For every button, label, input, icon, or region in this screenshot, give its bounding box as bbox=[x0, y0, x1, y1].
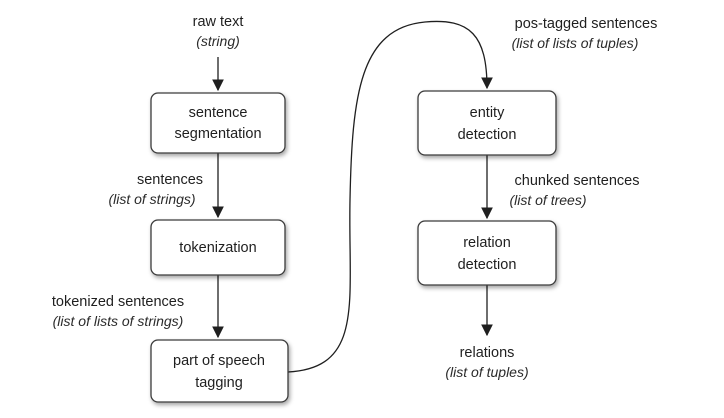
chunked-sentences-label: chunked sentences (list of trees) bbox=[509, 173, 639, 208]
sentence-segmentation-line1: sentence bbox=[189, 105, 248, 121]
pos-tagged-sentences-main: pos-tagged sentences bbox=[515, 16, 658, 32]
tokenization-box: tokenization bbox=[150, 219, 286, 276]
chunked-sentences-main: chunked sentences bbox=[515, 173, 640, 189]
sentences-main: sentences bbox=[137, 172, 203, 188]
relations-type: (list of tuples) bbox=[445, 364, 528, 380]
pos-tagging-box: part of speech tagging bbox=[150, 339, 289, 403]
pos-tagged-sentences-type: (list of lists of tuples) bbox=[512, 35, 639, 51]
chunked-sentences-type: (list of trees) bbox=[509, 192, 586, 208]
pos-tagging-line2: tagging bbox=[195, 375, 243, 391]
pos-tagged-sentences-label: pos-tagged sentences (list of lists of t… bbox=[512, 16, 658, 51]
relations-main: relations bbox=[460, 345, 515, 361]
sentences-label: sentences (list of strings) bbox=[108, 172, 203, 207]
entity-detection-line2: detection bbox=[458, 127, 517, 143]
tokenized-sentences-main: tokenized sentences bbox=[52, 294, 184, 310]
tokenized-sentences-type: (list of lists of strings) bbox=[53, 313, 184, 329]
arrow-tagging-to-entity-detection bbox=[287, 20, 493, 373]
tokenization-label: tokenization bbox=[179, 240, 256, 256]
entity-detection-box: entity detection bbox=[417, 90, 557, 156]
relation-detection-line1: relation bbox=[463, 235, 511, 251]
relations-label: relations (list of tuples) bbox=[445, 345, 528, 380]
raw-text-label: raw text (string) bbox=[193, 14, 244, 49]
raw-text-main: raw text bbox=[193, 14, 244, 30]
raw-text-type: (string) bbox=[196, 33, 240, 49]
sentence-segmentation-box: sentence segmentation bbox=[150, 92, 286, 154]
relation-detection-box: relation detection bbox=[417, 220, 557, 286]
relation-detection-line2: detection bbox=[458, 257, 517, 273]
tokenized-sentences-label: tokenized sentences (list of lists of st… bbox=[52, 294, 184, 329]
sentences-type: (list of strings) bbox=[108, 191, 195, 207]
sentence-segmentation-line2: segmentation bbox=[174, 126, 261, 142]
pos-tagging-line1: part of speech bbox=[173, 353, 265, 369]
entity-detection-line1: entity bbox=[470, 105, 505, 121]
